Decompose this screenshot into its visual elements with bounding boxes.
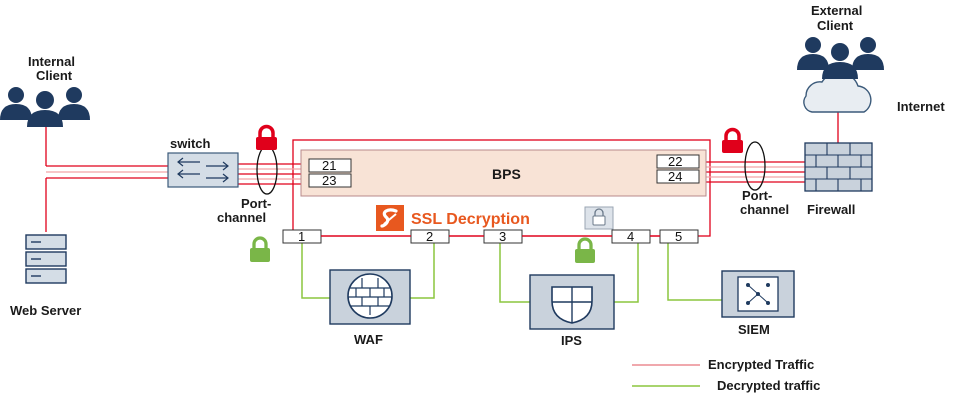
port-4: 4 <box>627 229 634 244</box>
internal-client-label-2: Client <box>36 68 73 83</box>
siem-icon <box>721 270 795 318</box>
siem-label: SIEM <box>738 322 770 337</box>
bps-label: BPS <box>492 166 521 182</box>
firewall-icon <box>804 142 873 192</box>
port-channel-right-label-2: channel <box>740 202 789 217</box>
web-server-label: Web Server <box>10 303 81 318</box>
port-2: 2 <box>426 229 433 244</box>
decrypted-links <box>301 243 722 303</box>
port-channel-left-label-2: channel <box>217 210 266 225</box>
port-24: 24 <box>668 169 682 184</box>
port-21: 21 <box>322 158 336 173</box>
port-22: 22 <box>668 154 682 169</box>
encrypted-links-light <box>46 166 805 180</box>
users-icon <box>797 37 884 79</box>
waf-label: WAF <box>354 332 383 347</box>
external-client-label-2: Client <box>817 18 854 33</box>
port-channel-right-label-1: Port- <box>742 188 772 203</box>
switch-label: switch <box>170 136 211 151</box>
port-1: 1 <box>298 229 305 244</box>
lock-icon <box>722 127 743 153</box>
ips-icon <box>529 274 615 330</box>
bps-ports <box>308 154 700 188</box>
small-lock-icon <box>584 206 614 230</box>
external-client-label-1: External <box>811 3 862 18</box>
port-3: 3 <box>499 229 506 244</box>
internet-label: Internet <box>897 99 945 114</box>
bps-box <box>300 149 707 197</box>
legend-encrypted-label: Encrypted Traffic <box>708 357 814 372</box>
ips-label: IPS <box>561 333 582 348</box>
legend-decrypted-label: Decrypted traffic <box>717 378 820 393</box>
lock-icon <box>575 237 595 263</box>
port-5: 5 <box>675 229 682 244</box>
lock-icon <box>256 124 277 150</box>
ssl-decryption-label: SSL Decryption <box>411 211 530 228</box>
users-icon <box>0 87 90 127</box>
port-channel-right-ring <box>744 141 766 191</box>
port-channel-left-label-1: Port- <box>241 196 271 211</box>
internal-client-label-1: Internal <box>28 54 75 69</box>
firewall-label: Firewall <box>807 202 855 217</box>
lock-icon <box>250 236 270 262</box>
switch-icon <box>167 152 239 188</box>
port-channel-left-ring <box>256 145 278 195</box>
server-icon <box>25 234 67 284</box>
ssl-logo-icon <box>376 205 404 231</box>
waf-icon <box>329 269 411 325</box>
port-23: 23 <box>322 173 336 188</box>
